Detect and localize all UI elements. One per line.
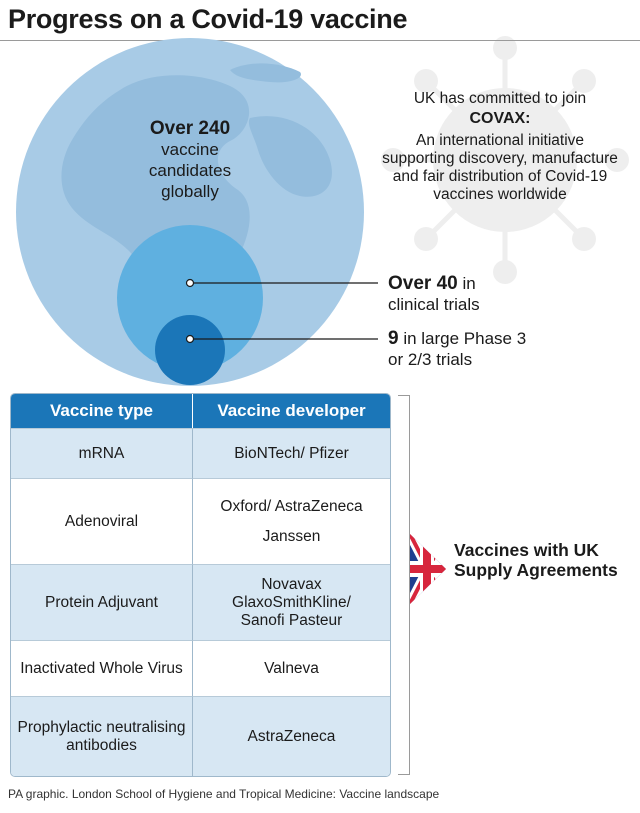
inner-circle-text: in large Phase 3 (403, 329, 527, 348)
covax-intro: UK has committed to join (413, 90, 587, 107)
vaccine-developer-cell: BioNTech/ Pfizer (193, 428, 390, 478)
vaccine-developer-cell: AstraZeneca (193, 696, 390, 776)
outer-circle-text: vaccine candidates globally (148, 140, 232, 201)
developer-name: GlaxoSmithKline/ (232, 593, 351, 611)
vaccine-table: Vaccine type Vaccine developer mRNA BioN… (10, 393, 391, 777)
inner-circle-callout: 9 in large Phase 3 or 2/3 trials (388, 328, 628, 370)
developer-name: Oxford/ AstraZeneca (220, 497, 363, 515)
middle-circle-text2: clinical trials (388, 295, 480, 314)
developer-name: Valneva (264, 659, 319, 677)
supply-agreements-label: Vaccines with UK Supply Agreements (454, 540, 618, 580)
covax-description: An international initiative supporting d… (382, 132, 618, 203)
inner-circle-number: 9 (388, 328, 399, 349)
vaccine-type-cell: Protein Adjuvant (11, 564, 193, 640)
vaccine-developer-cell: Oxford/ AstraZeneca Janssen (193, 478, 390, 564)
table-header-row: Vaccine type Vaccine developer (11, 394, 390, 428)
developer-name: BioNTech/ Pfizer (234, 444, 349, 462)
table-row: mRNA BioNTech/ Pfizer (11, 428, 390, 478)
table-bracket (398, 395, 410, 775)
inner-circle-text2: or 2/3 trials (388, 350, 473, 369)
uk-flag-icon (410, 534, 446, 604)
middle-circle-text: in (462, 274, 476, 293)
outer-circle-number: Over 240 (149, 118, 231, 139)
vaccine-type-cell: mRNA (11, 428, 193, 478)
virus-icon (381, 36, 629, 284)
table-row: Prophylactic neutralising antibodies Ast… (11, 696, 390, 776)
table-row: Adenoviral Oxford/ AstraZeneca Janssen (11, 478, 390, 564)
table-row: Inactivated Whole Virus Valneva (11, 640, 390, 696)
developer-name: Sanofi Pasteur (240, 611, 343, 629)
developer-name: Janssen (262, 527, 321, 545)
header-vaccine-type: Vaccine type (11, 394, 193, 428)
circles-graphic (16, 36, 629, 386)
header-vaccine-developer: Vaccine developer (193, 394, 390, 428)
middle-pointer-dot (185, 278, 195, 288)
covax-name: COVAX: (469, 110, 531, 127)
vaccine-type-cell: Adenoviral (11, 478, 193, 564)
vaccine-developer-cell: Valneva (193, 640, 390, 696)
vaccine-developer-cell: Novavax GlaxoSmithKline/ Sanofi Pasteur (193, 564, 390, 640)
inner-pointer-dot (185, 334, 195, 344)
developer-name: AstraZeneca (247, 727, 336, 745)
outer-circle-label: Over 240 vaccine candidates globally (120, 118, 260, 202)
title-divider (0, 40, 640, 41)
inner-circle (155, 315, 225, 385)
vaccine-type-cell: Prophylactic neutralising antibodies (11, 696, 193, 776)
source-credit: PA graphic. London School of Hygiene and… (8, 787, 440, 801)
middle-circle (117, 225, 263, 371)
table-row: Protein Adjuvant Novavax GlaxoSmithKline… (11, 564, 390, 640)
covax-note: UK has committed to join COVAX: An inter… (378, 90, 622, 204)
vaccine-type-cell: Inactivated Whole Virus (11, 640, 193, 696)
middle-circle-callout: Over 40 in clinical trials (388, 273, 628, 315)
middle-circle-number: Over 40 (388, 273, 458, 294)
developer-name: Novavax (261, 575, 322, 593)
page-title: Progress on a Covid-19 vaccine (8, 4, 408, 34)
